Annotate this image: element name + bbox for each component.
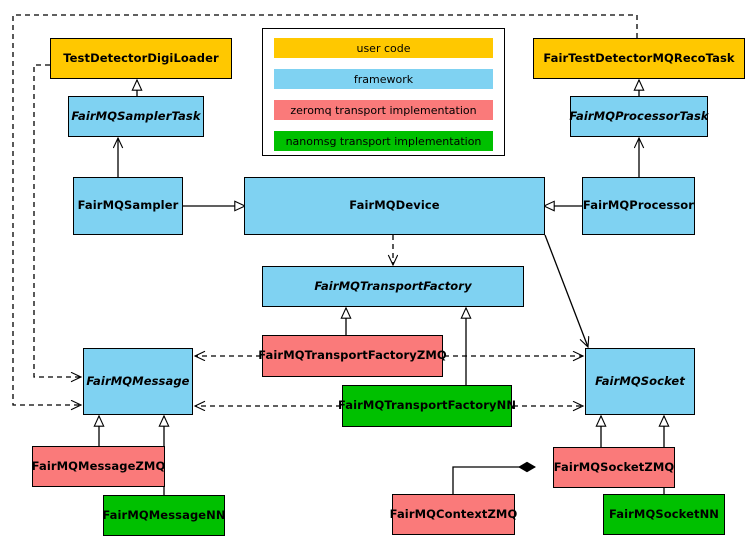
- legend-item-nanomsg: nanomsg transport implementation: [274, 131, 493, 151]
- class-node-fairmqsamplertask[interactable]: FairMQSamplerTask: [68, 96, 204, 137]
- class-node-fairmqtransportfactoryzmq[interactable]: FairMQTransportFactoryZMQ: [258, 335, 447, 377]
- class-node-fairmqtransportfactory[interactable]: FairMQTransportFactory: [262, 266, 524, 307]
- edge-contextzmq-to-socketzmq: [452, 461, 536, 494]
- class-node-fairmqcontextzmq[interactable]: FairMQContextZMQ: [390, 494, 517, 535]
- class-node-fairmqtransportfactorynn[interactable]: FairMQTransportFactoryNN: [338, 385, 516, 427]
- class-node-fairmqsocketzmq[interactable]: FairMQSocketZMQ: [553, 447, 675, 488]
- class-node-fairtestdetectormqrecotask[interactable]: FairTestDetectorMQRecoTask: [533, 38, 745, 79]
- legend-label-nanomsg: nanomsg transport implementation: [285, 134, 482, 148]
- edge-device-to-socket: [544, 234, 588, 347]
- legend-label-framework: framework: [353, 72, 414, 86]
- class-node-fairmqmessage[interactable]: FairMQMessage: [83, 348, 193, 415]
- class-node-fairmqsocketnn[interactable]: FairMQSocketNN: [603, 494, 725, 535]
- class-node-fairmqsampler[interactable]: FairMQSampler: [73, 177, 183, 235]
- legend-item-user-code: user code: [274, 38, 493, 58]
- class-node-fairmqsocket[interactable]: FairMQSocket: [585, 348, 695, 415]
- legend-panel: user code framework zeromq transport imp…: [262, 28, 505, 156]
- legend-item-framework: framework: [274, 69, 493, 89]
- class-node-fairmqprocessortask[interactable]: FairMQProcessorTask: [569, 96, 709, 137]
- class-node-testdetectordigiloader[interactable]: TestDetectorDigiLoader: [50, 38, 232, 79]
- legend-item-zeromq: zeromq transport implementation: [274, 100, 493, 120]
- class-node-fairmqmessagezmq[interactable]: FairMQMessageZMQ: [32, 446, 165, 487]
- class-node-fairmqprocessor[interactable]: FairMQProcessor: [582, 177, 695, 235]
- class-node-fairmqmessagenn[interactable]: FairMQMessageNN: [102, 495, 226, 536]
- legend-label-zeromq: zeromq transport implementation: [290, 103, 477, 117]
- legend-label-user-code: user code: [356, 41, 411, 55]
- class-node-fairmqdevice[interactable]: FairMQDevice: [244, 177, 545, 235]
